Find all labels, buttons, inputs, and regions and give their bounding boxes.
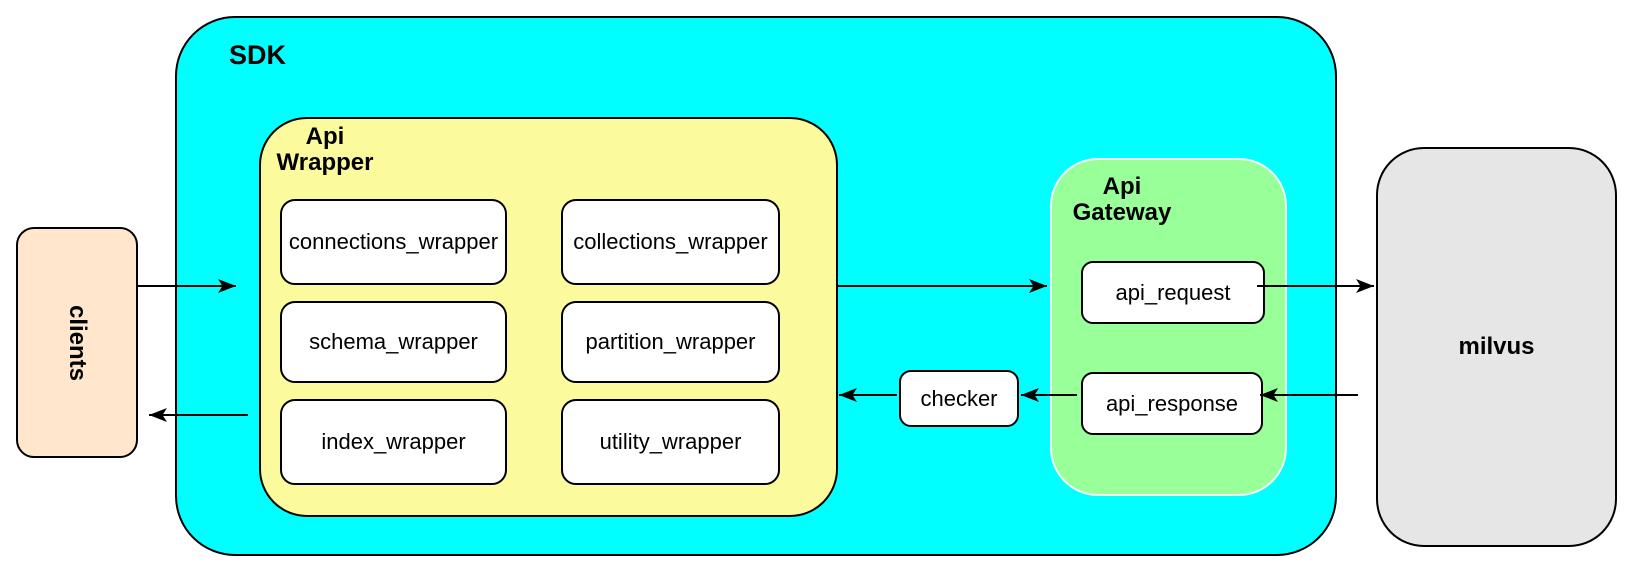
milvus-label: milvus	[1458, 333, 1535, 360]
container-api-gateway: Api Gateway api_request api_response	[1050, 158, 1287, 496]
node-api-response: api_response	[1081, 372, 1263, 435]
api-wrapper-label: Api Wrapper	[276, 123, 374, 176]
node-connections-wrapper: connections_wrapper	[280, 199, 507, 285]
node-milvus: milvus	[1376, 147, 1617, 547]
api-gateway-label: Api Gateway	[1072, 173, 1172, 226]
node-index-wrapper: index_wrapper	[280, 399, 507, 485]
node-utility-wrapper: utility_wrapper	[561, 399, 780, 485]
container-api-wrapper: Api Wrapper connections_wrapper collecti…	[259, 117, 838, 517]
node-collections-wrapper: collections_wrapper	[561, 199, 780, 285]
node-schema-wrapper: schema_wrapper	[280, 301, 507, 383]
sdk-label: SDK	[229, 40, 287, 70]
node-clients: clients	[16, 227, 138, 458]
node-partition-wrapper: partition_wrapper	[561, 301, 780, 383]
node-api-request: api_request	[1081, 261, 1265, 324]
node-checker: checker	[899, 370, 1019, 427]
container-sdk: SDK Api Wrapper connections_wrapper coll…	[175, 16, 1337, 556]
clients-label: clients	[64, 304, 91, 381]
